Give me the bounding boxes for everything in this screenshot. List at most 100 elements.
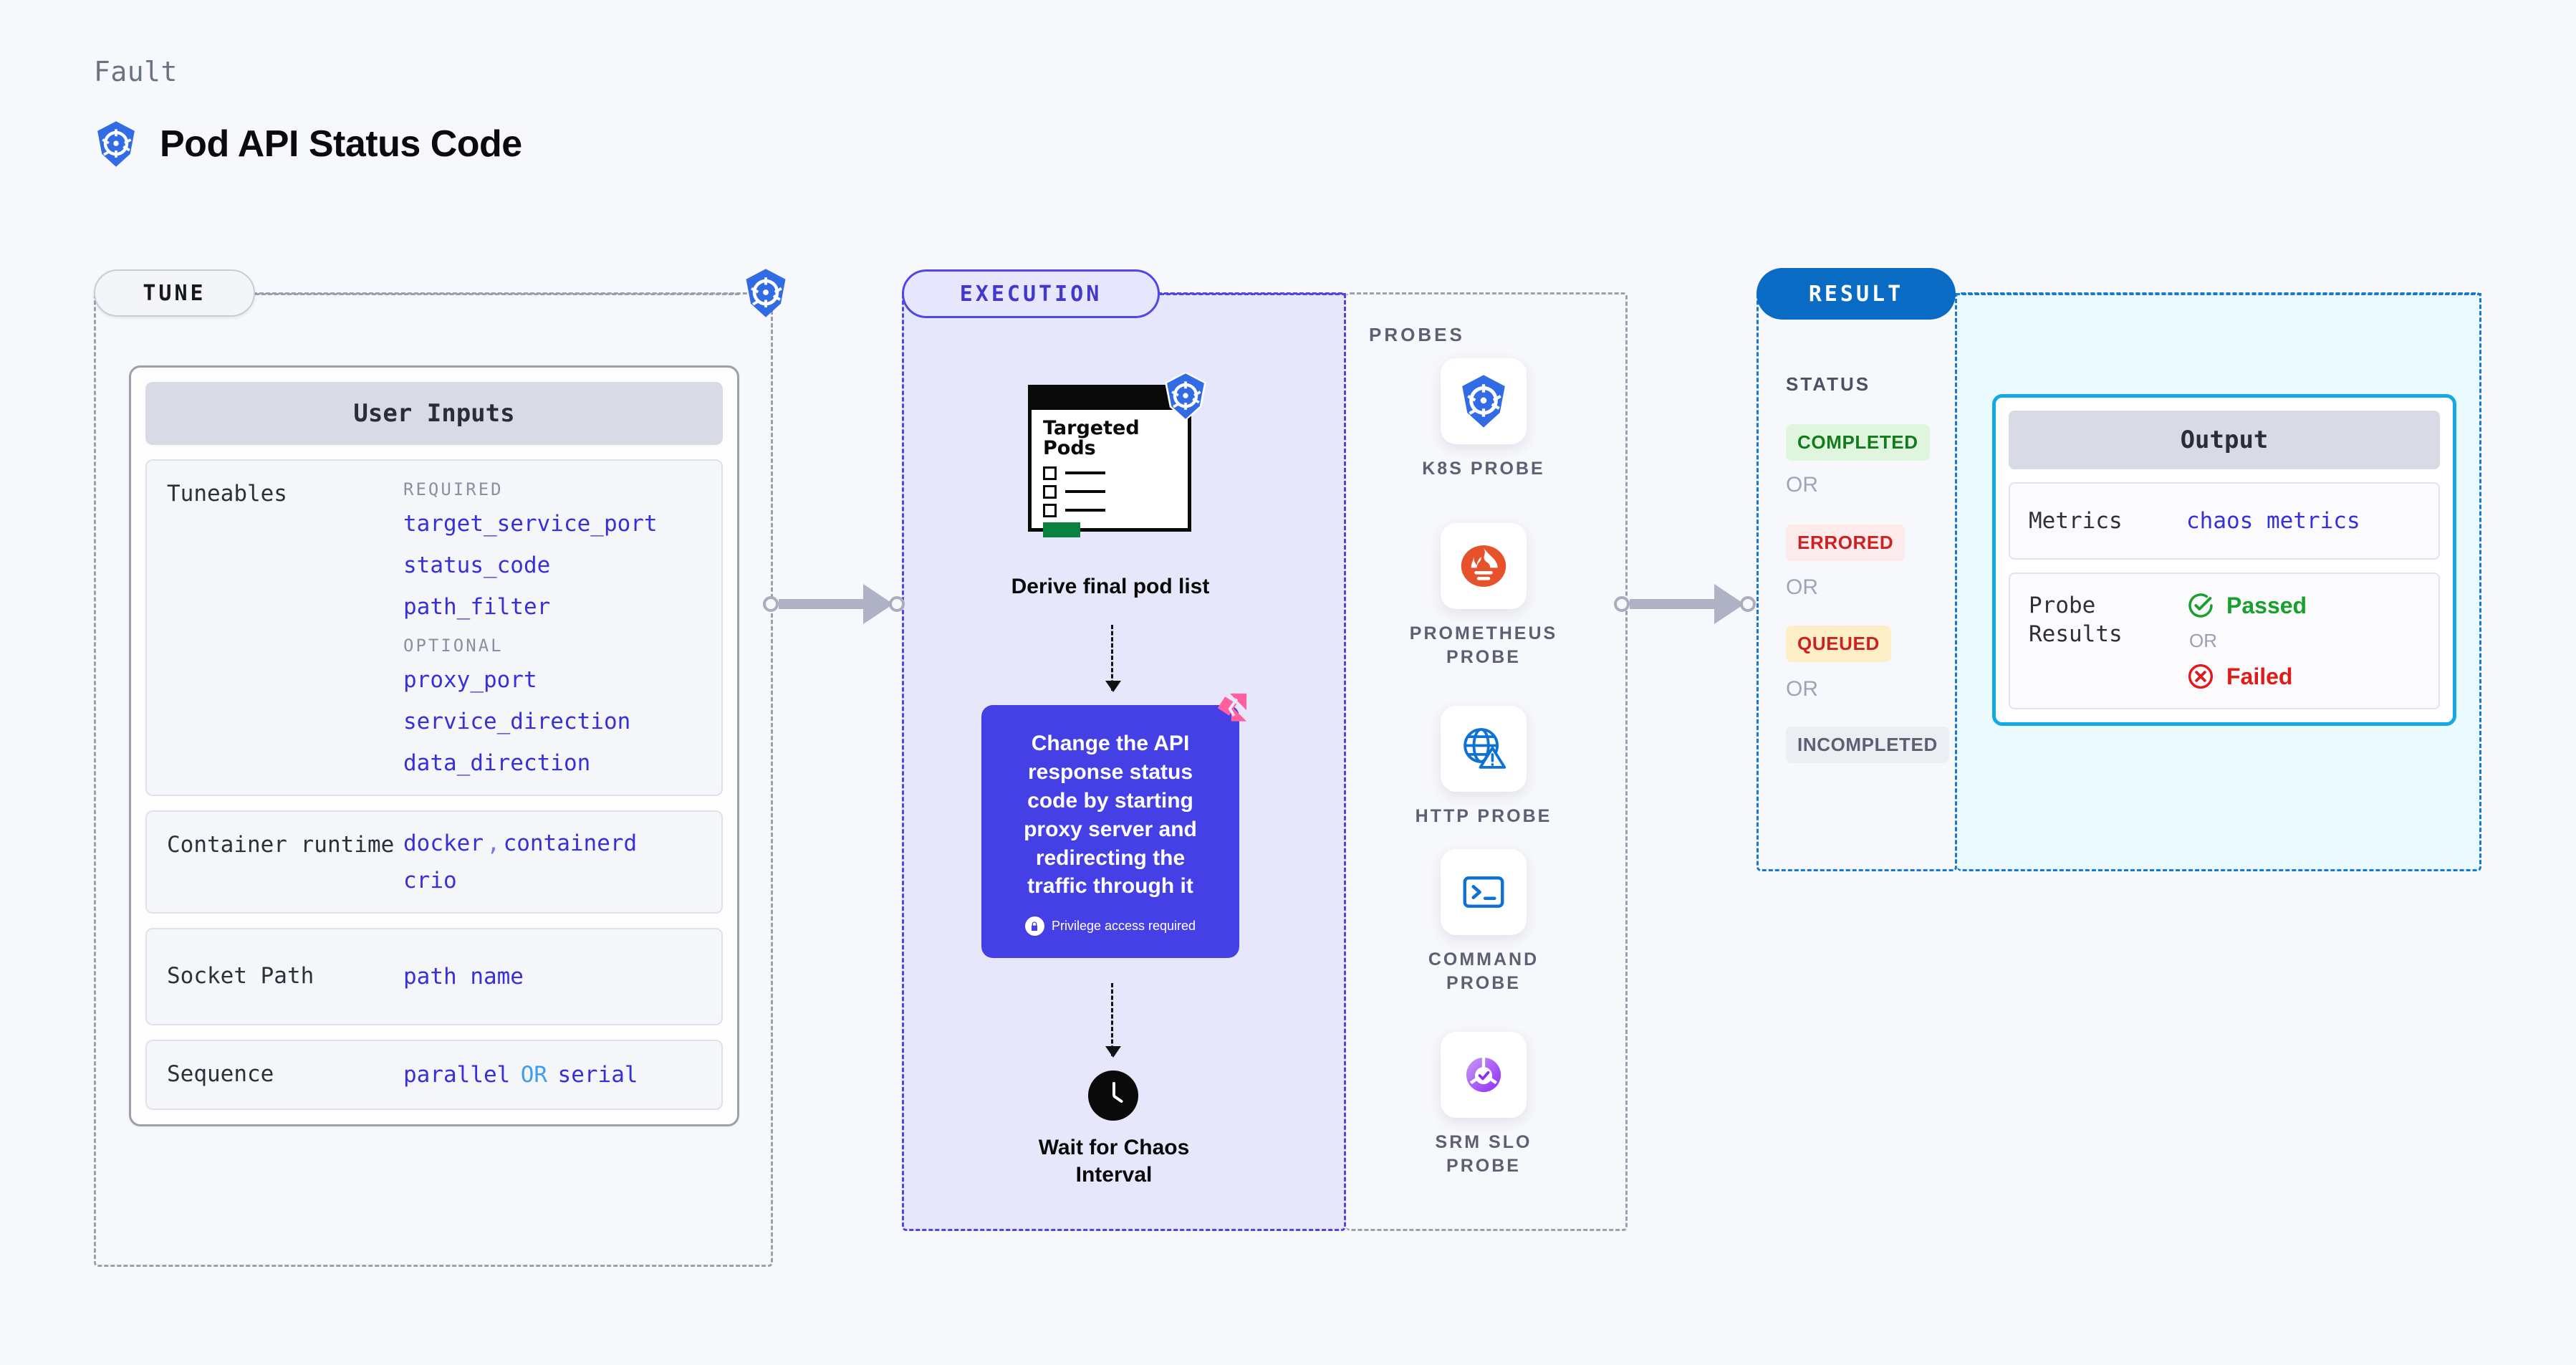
probe-tile — [1441, 1032, 1527, 1118]
socket-path-values: path name — [403, 964, 701, 990]
kubernetes-icon — [1165, 373, 1206, 420]
tuneable-item[interactable]: target_service_port — [403, 511, 658, 537]
prometheus-icon — [1461, 545, 1506, 587]
tuneables-label: Tuneables — [167, 481, 287, 507]
connector-execution-to-result — [1614, 584, 1756, 624]
socket-path-value: path name — [403, 964, 524, 990]
list-item — [1043, 466, 1188, 480]
sequence-value-left: parallel — [403, 1061, 511, 1088]
chaos-action-text: Change the API response status code by s… — [1024, 732, 1197, 899]
probe-http[interactable]: HTTP PROBE — [1408, 706, 1559, 828]
status-title: STATUS — [1786, 373, 1871, 395]
targeted-pods-title-line1: Targeted — [1043, 417, 1140, 439]
probe-result-passed: Passed — [2186, 591, 2307, 620]
tuneable-item[interactable]: service_direction — [403, 709, 631, 734]
stage-chip-execution[interactable]: EXECUTION — [902, 269, 1160, 318]
probe-tile — [1441, 849, 1527, 935]
sequence-value-right: serial — [557, 1061, 638, 1088]
status-or-1: OR — [1786, 473, 1818, 497]
clock-icon — [1088, 1071, 1138, 1121]
progress-bar — [1043, 522, 1080, 537]
probe-result-failed: Failed — [2186, 662, 2307, 691]
probe-tile — [1441, 706, 1527, 792]
tuneables-values: REQUIRED target_service_port status_code… — [403, 479, 701, 776]
list-item — [1043, 503, 1188, 517]
wait-caption-line1: Wait for Chaos — [1038, 1136, 1190, 1159]
exec-chip-connector — [1160, 293, 1346, 295]
probe-prometheus[interactable]: PROMETHEUS PROBE — [1408, 523, 1559, 669]
output-card: Output Metrics chaos metrics Probe Resul… — [1992, 394, 2456, 726]
connector-bar — [1630, 599, 1716, 609]
tuneable-item[interactable]: path_filter — [403, 594, 551, 620]
list-line — [1065, 509, 1105, 512]
status-badge-errored: ERRORED — [1786, 525, 1905, 561]
probe-k8s[interactable]: K8S PROBE — [1408, 358, 1559, 481]
chaos-action-card: Change the API response status code by s… — [981, 693, 1247, 958]
connector-dot — [763, 596, 779, 612]
runtime-value: containerd — [503, 830, 638, 856]
probe-command[interactable]: COMMAND PROBE — [1408, 849, 1559, 995]
stage-chip-result[interactable]: RESULT — [1756, 268, 1956, 320]
probe-result-or: OR — [2189, 630, 2217, 651]
probe-label: K8S PROBE — [1422, 459, 1545, 479]
fault-eyebrow: Fault — [94, 56, 178, 87]
card-title-bar — [1032, 388, 1188, 410]
runtime-value: docker — [403, 830, 484, 856]
probe-results-label: Probe Results — [2029, 591, 2186, 649]
page-title-text: Pod API Status Code — [160, 123, 522, 165]
container-runtime-row: Container runtime docker , containerd cr… — [145, 810, 723, 914]
socket-path-row: Socket Path path name — [145, 928, 723, 1025]
harness-icon — [1217, 693, 1247, 722]
kubernetes-icon — [1462, 375, 1505, 428]
check-circle-icon — [2188, 593, 2213, 618]
lock-icon — [1024, 916, 1044, 937]
list-item — [1043, 484, 1188, 499]
connector-dot — [889, 596, 905, 612]
checkbox-icon — [1043, 503, 1057, 517]
probe-label: COMMAND PROBE — [1428, 949, 1539, 993]
sequence-conjunction: OR — [520, 1061, 548, 1088]
probe-srm-slo[interactable]: SRM SLO PROBE — [1408, 1032, 1559, 1177]
list-line — [1065, 471, 1105, 475]
targeted-pods-title: Targeted Pods — [1032, 410, 1188, 459]
tune-chip-connector — [255, 293, 739, 295]
flow-arrow-down — [1105, 625, 1121, 692]
container-runtime-values: docker , containerd crio — [403, 830, 701, 894]
checkbox-icon — [1043, 466, 1057, 480]
metrics-value: chaos metrics — [2186, 508, 2360, 534]
targeted-pods-title-line2: Pods — [1043, 437, 1096, 460]
tuneable-item[interactable]: status_code — [403, 552, 551, 578]
sequence-values: parallel OR serial — [403, 1062, 701, 1088]
metrics-row: Metrics chaos metrics — [2009, 482, 2440, 560]
connector-bar — [779, 599, 865, 609]
tuneable-item[interactable]: data_direction — [403, 750, 591, 776]
optional-group-title: OPTIONAL — [403, 636, 504, 656]
probe-results-row: Probe Results Passed OR Failed — [2009, 573, 2440, 709]
tuneable-item[interactable]: proxy_port — [403, 667, 537, 693]
connector-arrowhead — [863, 584, 893, 624]
probe-label: HTTP PROBE — [1415, 806, 1552, 826]
user-inputs-title: User Inputs — [145, 382, 723, 445]
status-badge-queued: QUEUED — [1786, 626, 1891, 662]
socket-path-label: Socket Path — [167, 963, 314, 990]
privilege-note-label: Privilege access required — [1051, 919, 1196, 934]
status-badge-completed: COMPLETED — [1786, 424, 1930, 461]
wait-caption-line2: Interval — [1075, 1162, 1153, 1187]
connector-tune-to-execution — [763, 584, 905, 624]
status-badge-incompleted: INCOMPLETED — [1786, 727, 1949, 763]
probe-label: SRM SLO PROBE — [1435, 1132, 1532, 1176]
status-or-3: OR — [1786, 677, 1818, 701]
sequence-label: Sequence — [167, 1061, 274, 1087]
runtime-value: crio — [403, 868, 457, 894]
probe-results-values: Passed OR Failed — [2186, 591, 2307, 691]
connector-dot — [1740, 596, 1756, 612]
connector-dot — [1614, 596, 1630, 612]
runtime-separator: , — [486, 830, 501, 856]
page-title: Pod API Status Code — [94, 120, 522, 168]
stage-chip-tune[interactable]: TUNE — [94, 269, 255, 317]
srm-slo-icon — [1466, 1057, 1501, 1093]
output-title: Output — [2009, 411, 2440, 469]
targeted-pods-card: Targeted Pods — [1028, 373, 1206, 537]
probe-label: PROMETHEUS PROBE — [1409, 623, 1558, 667]
